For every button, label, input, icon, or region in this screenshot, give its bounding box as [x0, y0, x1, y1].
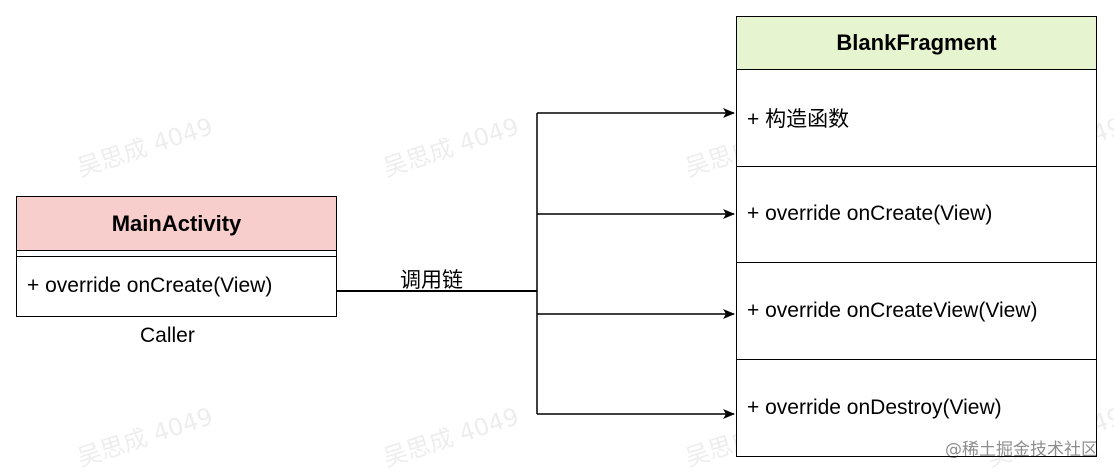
main-activity-title: MainActivity: [17, 197, 336, 251]
fragment-method-oncreate: + override onCreate(View): [737, 167, 1096, 263]
source-credit: @稀土掘金技术社区: [945, 440, 1098, 460]
main-activity-method: + override onCreate(View): [27, 274, 273, 297]
fragment-method-ondestroy: + override onDestroy(View): [747, 395, 1002, 419]
blank-fragment-title: BlankFragment: [737, 17, 1096, 70]
blank-fragment-class: BlankFragment + 构造函数 + override onCreate…: [736, 16, 1097, 457]
caller-caption: Caller: [140, 324, 195, 347]
main-activity-class: MainActivity + override onCreate(View): [16, 196, 337, 317]
fragment-method-oncreateview: + override onCreateView(View): [737, 263, 1096, 360]
main-activity-attributes-divider: [17, 251, 336, 257]
call-chain-label: 调用链: [400, 269, 463, 292]
fragment-method-constructor: + 构造函数: [737, 70, 1096, 167]
